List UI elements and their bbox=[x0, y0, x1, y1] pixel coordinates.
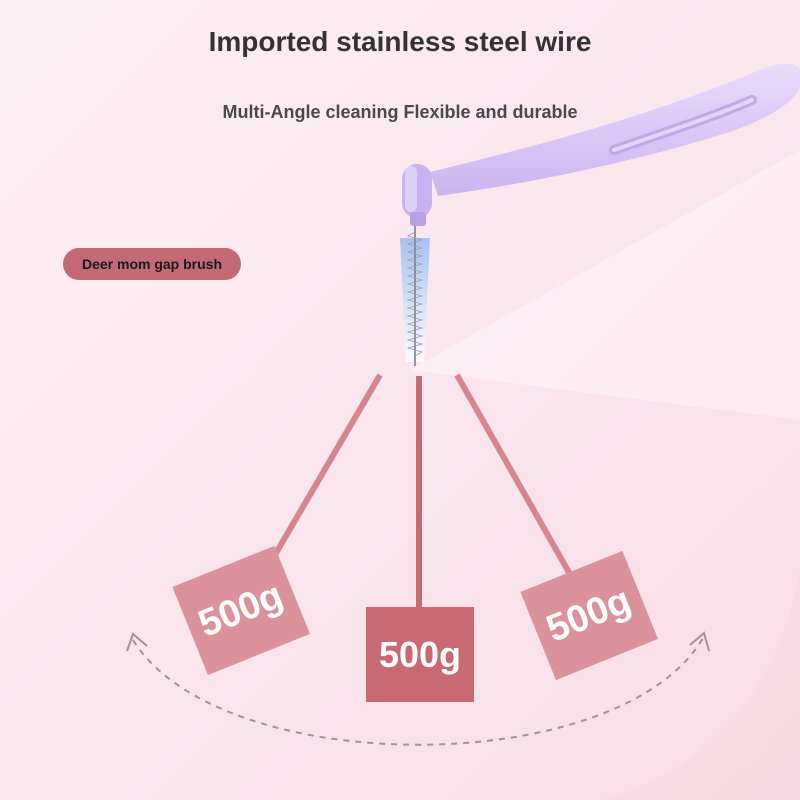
brand-badge: Deer mom gap brush bbox=[63, 248, 241, 280]
page-subtitle: Multi-Angle cleaning Flexible and durabl… bbox=[222, 102, 578, 122]
weight-box-center bbox=[366, 607, 474, 702]
swing-arrow bbox=[126, 631, 710, 746]
weight-strings bbox=[259, 373, 578, 609]
brush-handle bbox=[402, 63, 800, 226]
brush-head bbox=[400, 226, 430, 366]
weight-box-left bbox=[172, 545, 310, 676]
page-title: Imported stainless steel wire bbox=[208, 26, 592, 57]
background-curve bbox=[600, 470, 800, 800]
weight-label-center: 500g bbox=[378, 633, 462, 675]
light-beam bbox=[410, 150, 800, 420]
weight-box-right bbox=[520, 550, 658, 681]
